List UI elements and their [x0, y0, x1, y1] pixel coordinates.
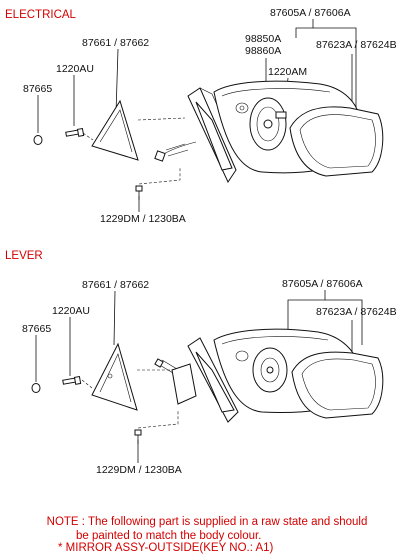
label-cap: 87665 — [23, 83, 52, 95]
lever-icon — [154, 358, 197, 405]
label-motor-b: 98860A — [245, 45, 281, 57]
label-cover: 87661 / 87662 — [82, 37, 149, 49]
label-housing: 87605A / 87606A — [270, 7, 351, 19]
glass-icon — [289, 106, 384, 177]
label-cover-lever: 87661 / 87662 — [82, 279, 149, 291]
label-cap-lever: 87665 — [22, 323, 51, 335]
label-housing-lever: 87605A / 87606A — [282, 278, 363, 290]
label-screw-lever: 1220AU — [52, 305, 90, 317]
cap-icon-lever — [31, 383, 41, 393]
cap-icon — [33, 135, 43, 145]
electrical-title: ELECTRICAL — [5, 9, 77, 21]
label-screw: 1220AU — [56, 63, 94, 75]
mirror-base-icon-lever — [187, 337, 239, 423]
electrical-section: ELECTRICAL 87605A / 87606A 87661 / 87662… — [5, 7, 397, 225]
screw-icon-lever — [62, 375, 82, 385]
lever-section: LEVER 87605A / 87606A 87661 / 87662 8762… — [5, 250, 397, 476]
label-bolt: 1229DM / 1230BA — [100, 213, 186, 225]
label-glass-lever: 87623A / 87624B — [316, 306, 397, 318]
label-bolt-lever: 1229DM / 1230BA — [96, 464, 182, 476]
label-motor-a: 98850A — [245, 33, 281, 45]
label-clip: 1220AM — [268, 66, 307, 78]
note-line-1: NOTE : The following part is supplied in… — [46, 516, 368, 528]
bolt-icon-lever — [134, 410, 179, 444]
note-line-2: be painted to match the body colour. — [76, 530, 262, 542]
screw-icon — [65, 127, 85, 137]
wire-icon — [154, 141, 197, 162]
lever-title: LEVER — [5, 250, 43, 262]
pivot-icon-lever — [252, 347, 288, 393]
glass-icon-lever — [291, 351, 384, 419]
cover-icon-lever — [81, 342, 175, 411]
note-line-3: * MIRROR ASSY-OUTSIDE(KEY NO.: A1) — [58, 542, 274, 554]
bolt-icon — [135, 168, 181, 200]
motor-icon — [249, 97, 287, 151]
cover-icon — [82, 99, 186, 161]
